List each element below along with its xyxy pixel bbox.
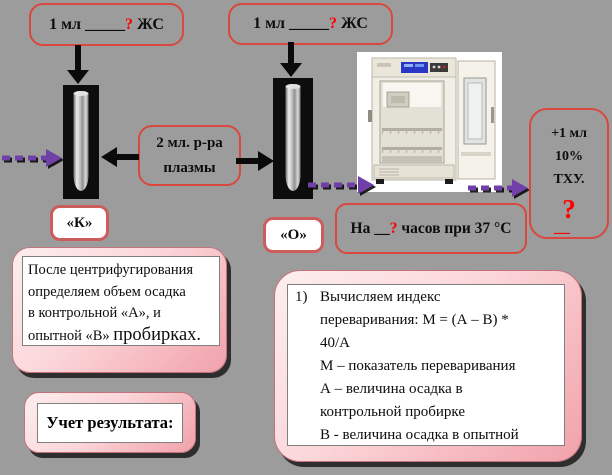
- calc-lines: Вычисляем индекс переваривания: М = (А –…: [320, 286, 564, 447]
- calc-line3: 40/А: [320, 335, 350, 351]
- purple-dashed-arrow-incubator-to-tca: [468, 179, 528, 197]
- purple-dashed-arrow-tube-to-incubator: [308, 176, 374, 194]
- incubation-prefix: На __: [350, 219, 390, 237]
- test-test-tube-glass: [285, 84, 301, 191]
- tca-line3: ТХУ.: [553, 172, 585, 187]
- test-tube-label: «О»: [263, 217, 324, 253]
- incubator-photo: [357, 52, 502, 192]
- down-arrow-to-control-tube: [67, 45, 89, 84]
- centrifuge-note-line4-start: опытной «В»: [28, 327, 114, 344]
- incubation-question-mark: ?: [389, 219, 398, 237]
- plasma-line2: плазмы: [163, 159, 216, 176]
- control-sample-text: 1 мл _____? ЖС: [49, 16, 164, 34]
- control-sample-prefix: 1 мл _____: [49, 15, 125, 33]
- test-sample-box: 1 мл _____? ЖС: [228, 3, 393, 45]
- control-tube-label-text: «К»: [66, 214, 93, 231]
- calc-line6: контрольной пробирке: [320, 404, 465, 420]
- down-arrow-to-test-tube: [280, 42, 302, 77]
- test-tube-label-text: «О»: [280, 226, 307, 243]
- control-test-tube-glass: [73, 91, 89, 191]
- tca-line1: +1 мл: [551, 126, 587, 141]
- purple-dashed-arrow-into-control-tube: [2, 149, 62, 167]
- control-sample-suffix: ЖС: [132, 15, 164, 33]
- test-sample-text: 1 мл _____? ЖС: [253, 15, 368, 33]
- calc-line2: переваривания: М = (А – В) *: [320, 312, 509, 328]
- incubation-text: На __? часов при 37 °С: [351, 220, 512, 238]
- centrifuge-note-line1: После центрифугирования: [28, 262, 194, 278]
- tca-box: +1 мл 10% ТХУ. ? __: [529, 108, 609, 239]
- calc-line5: А – величина осадка в: [320, 381, 463, 397]
- tca-blank-line: __: [554, 219, 570, 236]
- result-box-inner: Учет результата:: [37, 403, 183, 443]
- test-test-tube-photo: [273, 78, 313, 199]
- plasma-box: 2 мл. р-ра плазмы: [138, 125, 241, 186]
- control-tube-label: «К»: [50, 205, 109, 241]
- control-test-tube-photo: [63, 85, 99, 199]
- calc-line7: В - величина осадка в опытной: [320, 427, 519, 443]
- calc-line1: Вычисляем индекс: [320, 289, 441, 305]
- calculation-note-text: 1) Вычисляем индекс переваривания: М = (…: [287, 284, 565, 446]
- test-sample-prefix: 1 мл _____: [253, 15, 329, 32]
- plasma-line1: 2 мл. р-ра: [156, 134, 223, 151]
- centrifuge-note-line3: в контрольной «А», и: [28, 305, 161, 321]
- control-sample-box: 1 мл _____? ЖС: [29, 3, 184, 46]
- test-sample-suffix: ЖС: [336, 15, 368, 32]
- result-box-label: Учет результата:: [46, 413, 174, 432]
- tca-question-mark: ?: [562, 194, 576, 224]
- result-box: Учет результата:: [24, 392, 196, 453]
- centrifuge-note-box: После центрифугирования определяем объем…: [12, 247, 227, 373]
- tca-line2: 10%: [555, 149, 583, 164]
- calc-list-marker: 1): [295, 289, 308, 305]
- right-arrow-plasma-to-test: [236, 151, 274, 171]
- incubation-box: На __? часов при 37 °С: [335, 203, 527, 254]
- centrifuge-note-line2: определяем объем осадка: [28, 283, 186, 300]
- centrifuge-note-line4-big: пробирках.: [113, 324, 202, 345]
- calculation-note-box: 1) Вычисляем индекс переваривания: М = (…: [274, 270, 582, 462]
- left-arrow-plasma-to-control: [101, 147, 139, 167]
- test-sample-question-mark: ?: [328, 15, 337, 32]
- calc-line4: М – показатель переваривания: [320, 358, 516, 374]
- control-sample-question-mark: ?: [124, 15, 133, 33]
- centrifuge-note-text: После центрифугирования определяем объем…: [22, 256, 220, 346]
- incubation-suffix: часов при 37 °С: [397, 219, 512, 237]
